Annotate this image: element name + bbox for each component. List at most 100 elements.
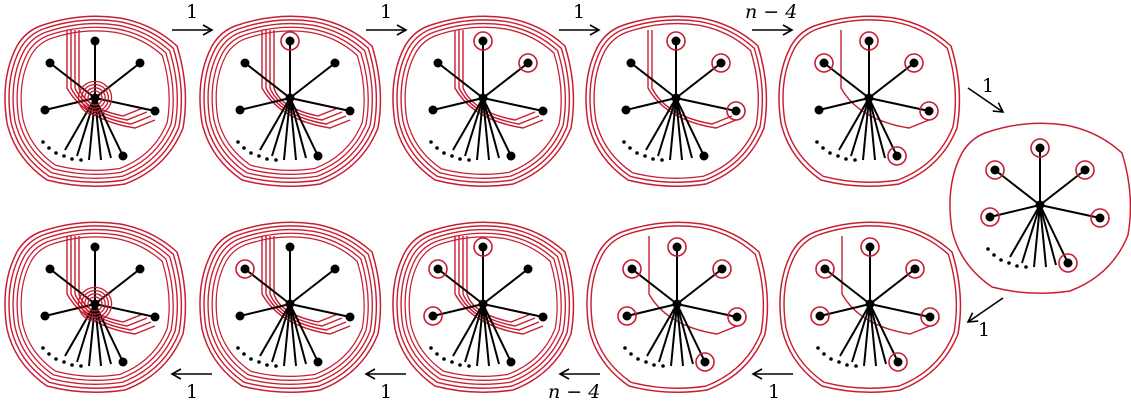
leaf-vertex: [732, 312, 742, 322]
arrow-label: n − 4: [745, 1, 797, 23]
ellipsis-dot: [636, 357, 640, 361]
graph-edge: [49, 62, 96, 99]
leaf-vertex: [924, 106, 934, 116]
arrow-head: [589, 24, 601, 36]
arrow-shaft: [967, 297, 1004, 323]
leaf-vertex: [240, 58, 250, 68]
ellipsis-dot: [622, 140, 626, 144]
ellipsis-dot: [623, 346, 627, 350]
graph-edge: [869, 303, 899, 363]
leaf-vertex: [330, 58, 340, 68]
leaf-vertex: [135, 58, 145, 68]
ellipsis-dot: [435, 146, 439, 150]
ellipsis-dot: [435, 352, 439, 356]
boundary-curve: [585, 15, 768, 187]
ellipsis-dot: [822, 352, 826, 356]
graph-edge: [482, 303, 490, 367]
ellipsis-dot: [242, 146, 246, 150]
leaf-vertex: [865, 242, 875, 252]
graph-edge: [289, 303, 297, 367]
ellipsis-dot: [79, 364, 83, 368]
leaf-vertex: [538, 106, 548, 116]
leaf-vertex: [716, 58, 726, 68]
leaf-vertex: [523, 58, 533, 68]
leaf-vertex: [40, 105, 50, 115]
leaf-vertex: [433, 58, 443, 68]
panel-7: [779, 221, 962, 393]
ellipsis-dot: [853, 158, 857, 162]
leaf-vertex: [990, 165, 1000, 175]
inner-curve: [273, 30, 339, 117]
ellipsis-dot: [274, 158, 278, 162]
graph-edge: [259, 97, 291, 151]
center-vertex: [865, 299, 875, 309]
ellipsis-dot: [458, 363, 462, 367]
center-vertex: [864, 93, 874, 103]
boundary-curve: [404, 232, 562, 381]
arrow-head: [202, 24, 214, 36]
ellipsis-dot: [265, 363, 269, 367]
boundary-curve: [396, 225, 571, 389]
inner-curve: [648, 236, 738, 335]
ellipsis-dot: [249, 357, 253, 361]
ellipsis-dot: [257, 360, 261, 364]
center-curve: [77, 80, 113, 116]
ellipsis-dot: [79, 158, 83, 162]
boundary-curve: [590, 225, 765, 389]
graph-edge: [862, 97, 870, 161]
leaf-curve: [518, 53, 538, 73]
leaf-vertex: [506, 151, 516, 161]
leaf-curve: [423, 306, 443, 326]
boundary-curve: [778, 15, 961, 187]
leaf-vertex: [627, 264, 637, 274]
center-curve: [87, 296, 103, 312]
leaf-vertex: [150, 106, 160, 116]
graph-edge: [289, 97, 319, 157]
graph-edge: [839, 303, 871, 357]
graph-edge: [482, 97, 500, 159]
leaf-curve: [622, 259, 642, 279]
leaf-curve: [473, 237, 493, 257]
ellipsis-dot: [986, 247, 990, 251]
boundary-curve: [586, 221, 769, 393]
center-vertex: [672, 299, 682, 309]
arrow-label: 1: [380, 1, 392, 23]
leaf-vertex: [45, 58, 55, 68]
ellipsis-dot: [274, 364, 278, 368]
leaf-vertex: [345, 312, 355, 322]
panel-1: [4, 15, 187, 187]
graph-edge: [482, 303, 544, 318]
arrow-head: [170, 368, 182, 380]
graph-edge: [669, 97, 677, 161]
leaf-vertex: [135, 264, 145, 274]
graph-edge: [1009, 204, 1041, 258]
leaf-curve: [235, 259, 255, 279]
graph-edge: [94, 62, 141, 99]
boundary-curve: [203, 225, 378, 389]
ellipsis-dot: [651, 157, 655, 161]
leaf-vertex: [985, 212, 995, 222]
leaf-curve: [1075, 160, 1095, 180]
center-curve: [84, 87, 106, 109]
ellipsis-dot: [41, 346, 45, 350]
ellipsis-dot: [828, 151, 832, 155]
panel-2: [199, 15, 382, 187]
leaf-curve: [1030, 138, 1050, 158]
graph-edge: [482, 268, 529, 305]
panel-6: [949, 122, 1131, 294]
ellipsis-dot: [442, 357, 446, 361]
boundary-curve: [396, 19, 571, 183]
ellipsis-dot: [816, 346, 820, 350]
leaf-vertex: [345, 106, 355, 116]
arrow-label: 1: [768, 381, 780, 403]
ellipsis-dot: [242, 352, 246, 356]
graph-edge: [283, 97, 291, 161]
panel-3: [392, 15, 575, 187]
leaf-vertex: [1035, 143, 1045, 153]
center-curve: [77, 286, 113, 322]
leaf-vertex: [909, 58, 919, 68]
arrow-label: 1: [573, 1, 585, 23]
ellipsis-dot: [70, 157, 74, 161]
leaf-curve: [667, 237, 687, 257]
